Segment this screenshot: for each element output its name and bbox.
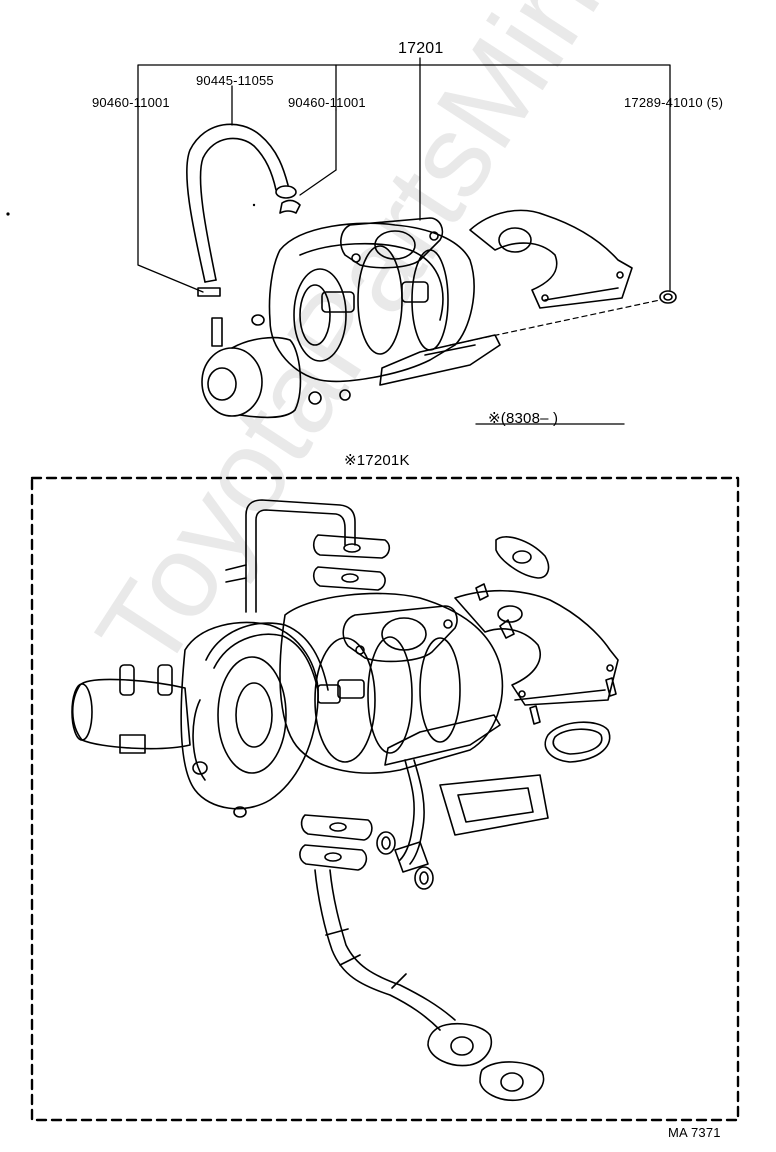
hose-clamp-right-icon xyxy=(279,199,301,214)
hose-clamp-left-icon xyxy=(197,287,221,297)
scan-dot xyxy=(6,212,10,216)
label-hose-clamp-right: 90460-11001 xyxy=(288,95,366,110)
label-production-note: ※(8308– ) xyxy=(488,410,559,427)
label-hose-number: 90445-11055 xyxy=(196,73,274,88)
gasket-icon xyxy=(659,290,677,304)
label-kit-number: ※17201K xyxy=(344,452,410,469)
turbocharger-kit-assembly xyxy=(71,499,619,1102)
label-hose-clamp-left: 90460-11001 xyxy=(92,95,170,110)
kit-frame xyxy=(30,476,740,1122)
leader-lines xyxy=(137,57,671,425)
turbocharger-assembly-top xyxy=(186,123,677,419)
label-assembly-number: 17201 xyxy=(398,40,444,57)
label-gasket-number: 17289-41010 (5) xyxy=(624,95,724,110)
label-diagram-code: MA 7371 xyxy=(668,1125,721,1140)
